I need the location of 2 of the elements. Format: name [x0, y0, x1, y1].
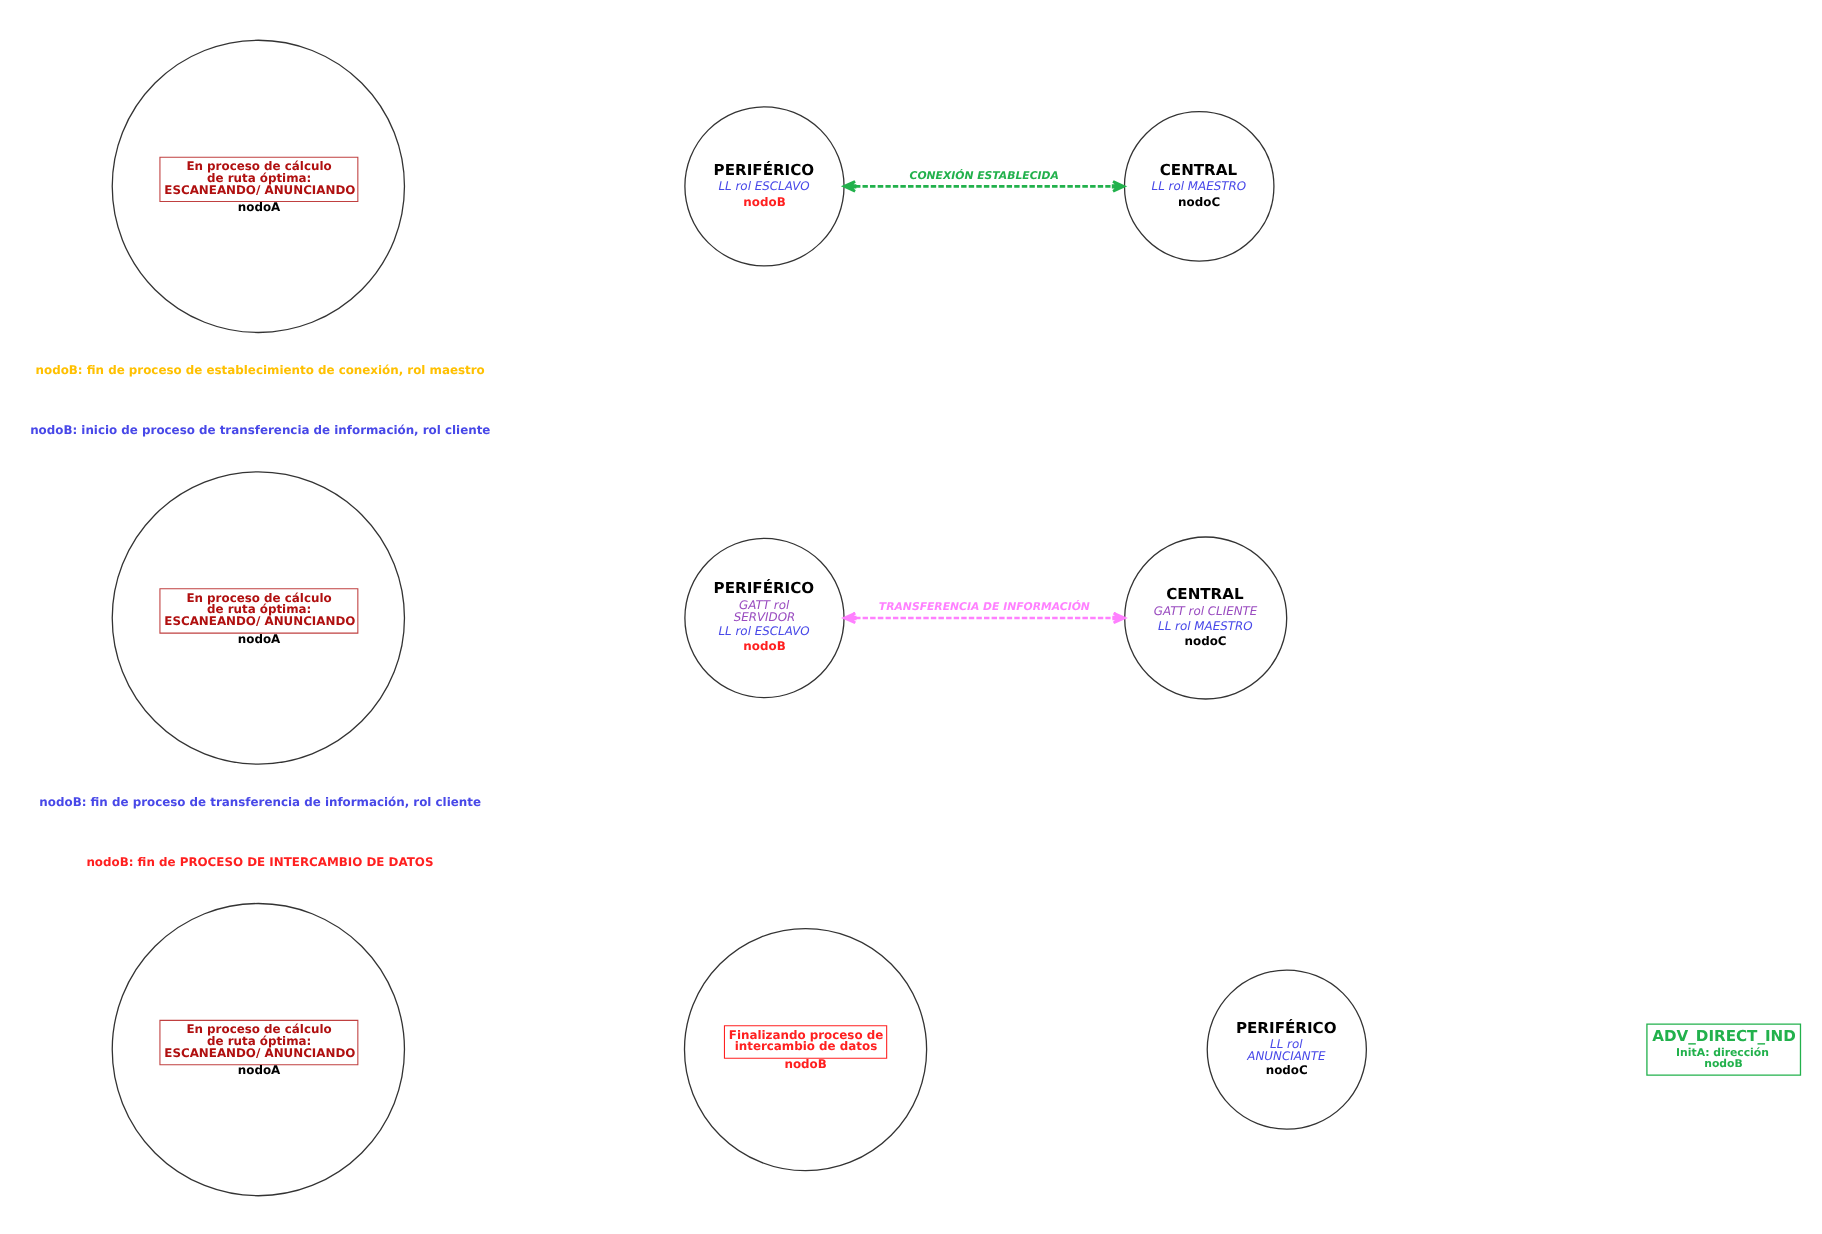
arrow — [843, 610, 1126, 624]
arrow — [842, 179, 1126, 192]
